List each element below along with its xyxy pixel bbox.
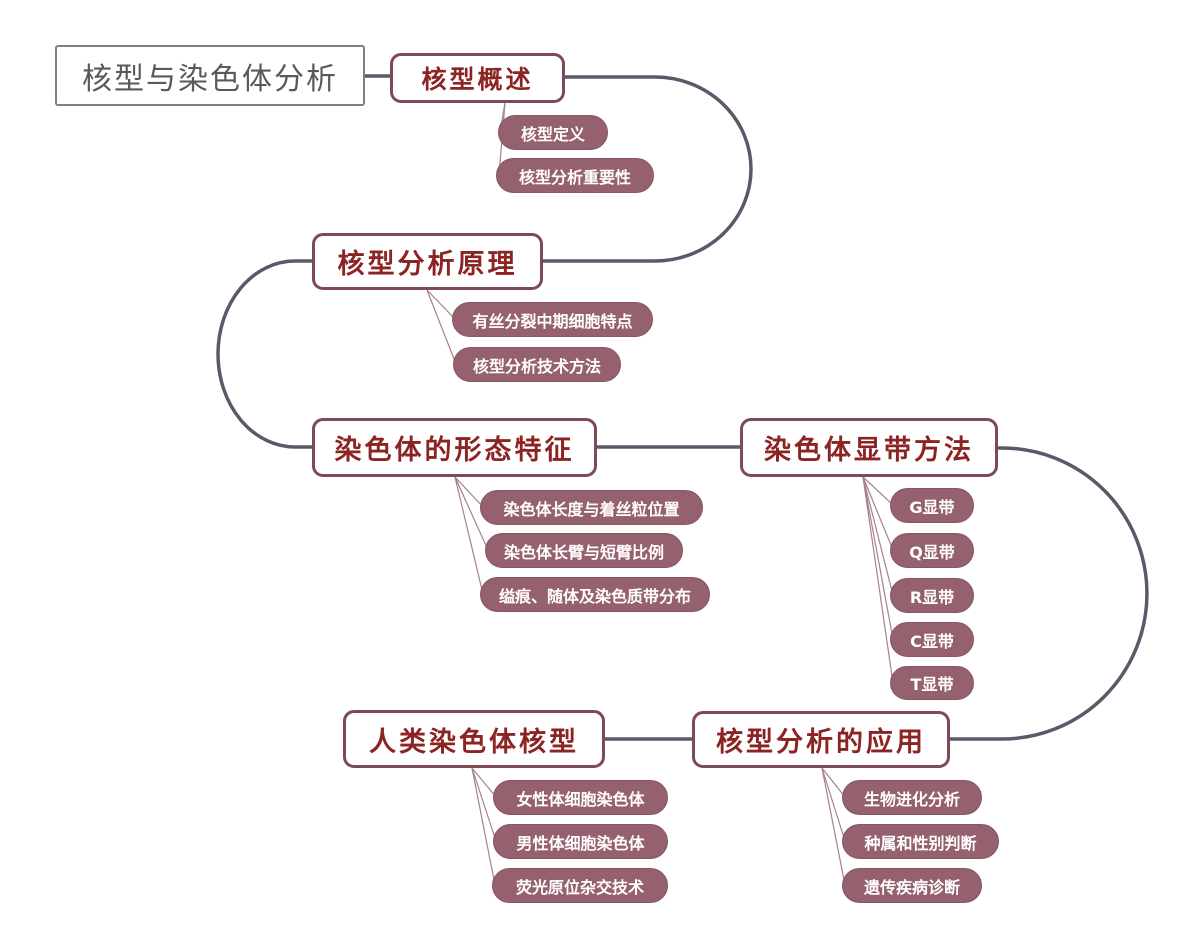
branch-topic3-child1 (454, 476, 484, 508)
subtopic-pill[interactable]: 核型分析技术方法 (453, 347, 621, 382)
subtopic-pill[interactable]: C显带 (890, 622, 974, 657)
branch-topic6-child3 (471, 767, 496, 886)
connector-topic4-to-topic5 (948, 446, 1149, 741)
branch-topic3-child2 (454, 476, 489, 551)
connector-topic2-to-topic3 (216, 259, 314, 449)
branch-topic4-child2 (862, 476, 894, 551)
branch-topic3-child3 (454, 476, 484, 595)
subtopic-pill[interactable]: 染色体长度与着丝粒位置 (480, 490, 703, 525)
branch-topic2-child2 (426, 289, 457, 365)
subtopic-pill[interactable]: R显带 (890, 578, 974, 613)
branch-topic6-child1 (471, 767, 497, 798)
branch-topic5-child3 (821, 767, 846, 886)
connector-topic1-to-topic2 (541, 75, 753, 263)
subtopic-pill[interactable]: 染色体长臂与短臂比例 (485, 533, 683, 568)
topic-node-analysis-principle[interactable]: 核型分析原理 (312, 233, 543, 290)
subtopic-pill[interactable]: G显带 (890, 488, 974, 523)
subtopic-pill[interactable]: 生物进化分析 (842, 780, 982, 815)
topic-node-chromosome-morphology[interactable]: 染色体的形态特征 (312, 418, 597, 477)
branch-topic4-child1 (862, 476, 894, 506)
subtopic-pill[interactable]: 遗传疾病诊断 (842, 868, 982, 903)
branch-topic5-child1 (821, 767, 846, 798)
branch-topic2-child1 (426, 289, 456, 320)
subtopic-pill[interactable]: 核型分析重要性 (496, 158, 654, 193)
topic-node-karyotype-overview[interactable]: 核型概述 (390, 53, 565, 103)
root-node[interactable]: 核型与染色体分析 (55, 45, 365, 106)
branch-topic6-child2 (471, 767, 497, 842)
topic-node-applications[interactable]: 核型分析的应用 (692, 711, 950, 768)
branch-topic4-child4 (862, 476, 894, 640)
subtopic-pill[interactable]: 有丝分裂中期细胞特点 (452, 302, 653, 337)
subtopic-pill[interactable]: 荧光原位杂交技术 (492, 868, 668, 903)
subtopic-pill[interactable]: 种属和性别判断 (842, 824, 999, 859)
topic-node-human-karyotype[interactable]: 人类染色体核型 (343, 710, 605, 768)
branch-topic5-child2 (821, 767, 846, 842)
subtopic-pill[interactable]: 男性体细胞染色体 (493, 824, 668, 859)
subtopic-pill[interactable]: Q显带 (890, 533, 974, 568)
subtopic-pill[interactable]: 缢痕、随体及染色质带分布 (480, 577, 710, 612)
branch-topic4-child3 (862, 476, 894, 596)
branch-topic4-child5 (862, 476, 894, 684)
topic-node-banding-methods[interactable]: 染色体显带方法 (740, 418, 998, 477)
subtopic-pill[interactable]: T显带 (890, 666, 974, 700)
subtopic-pill[interactable]: 核型定义 (498, 115, 608, 150)
subtopic-pill[interactable]: 女性体细胞染色体 (493, 780, 668, 815)
